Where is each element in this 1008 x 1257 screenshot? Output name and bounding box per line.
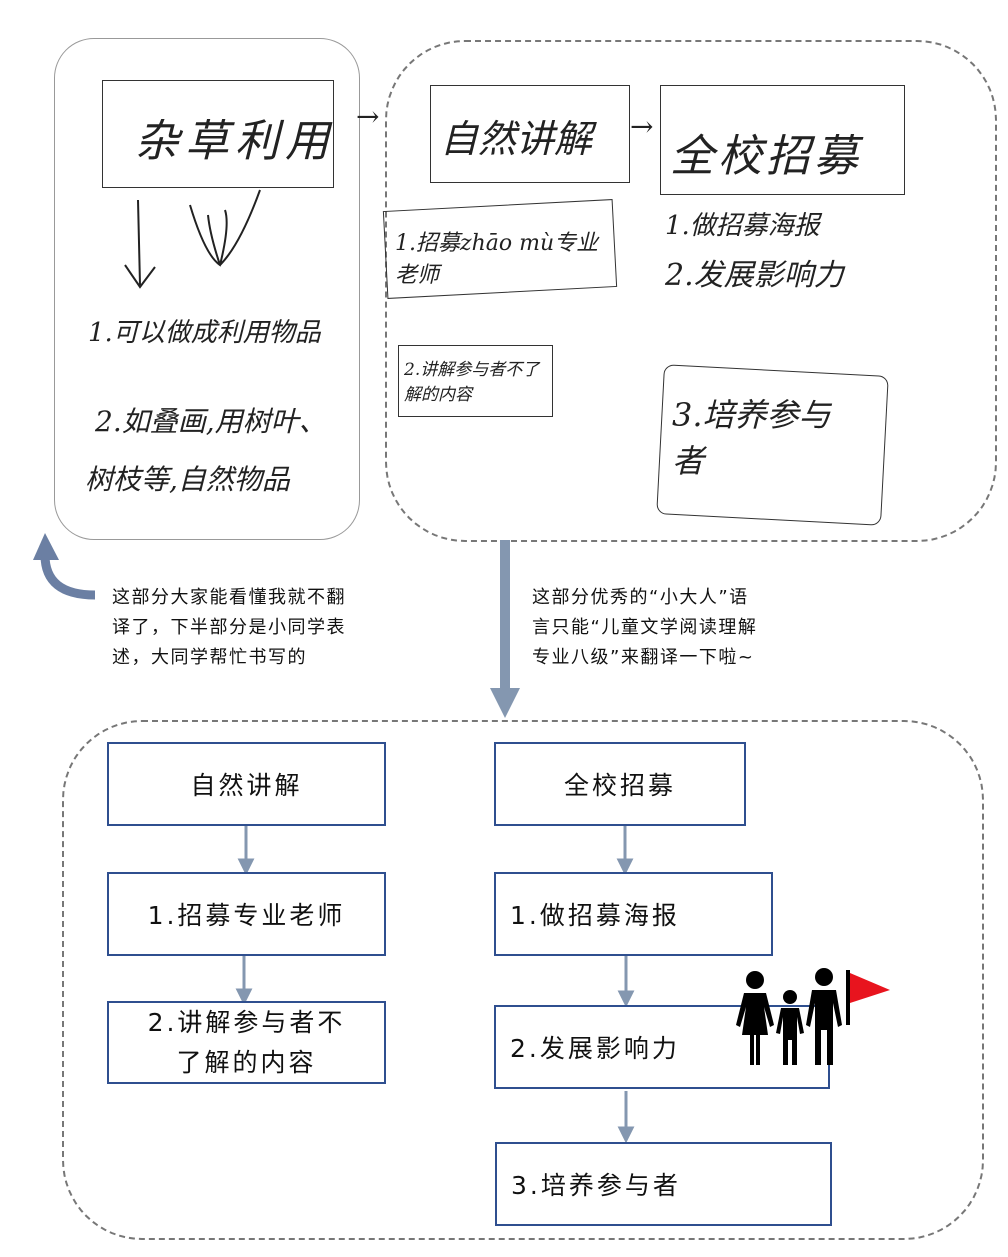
hw-step-a2-box <box>398 345 553 417</box>
hw-step-b1: 1.做招募海报 <box>665 211 820 241</box>
note-right-line: 专业八级”来翻译一下啦~ <box>532 647 755 668</box>
note-right-line: 这部分优秀的“小大人”语 <box>532 587 749 608</box>
hw-node2-box <box>660 85 905 195</box>
curved-arrow-icon <box>33 533 96 600</box>
note-left-line: 这部分大家能看懂我就不翻 <box>112 587 346 608</box>
flow-left-title-text: 自然讲解 <box>190 771 303 800</box>
note-left-line: 述，大同学帮忙书写的 <box>112 647 307 668</box>
flow-left-step2-line: 了解的内容 <box>176 1047 317 1077</box>
flow-right-title-text: 全校招募 <box>563 771 676 800</box>
note-right: 这部分优秀的“小大人”语 言只能“儿童文学阅读理解 专业八级”来翻译一下啦~ <box>532 583 757 673</box>
note-left-line: 译了，下半部分是小同学表 <box>112 617 346 638</box>
flow-left-step1-text: 1.招募专业老师 <box>147 901 346 930</box>
note-right-line: 言只能“儿童文学阅读理解 <box>532 617 758 638</box>
flow-left-title: 自然讲解 <box>107 742 386 826</box>
big-arrow-down-icon <box>490 540 520 718</box>
right-panel <box>385 40 997 542</box>
hw-item2-line2: 树枝等,自然物品 <box>85 463 290 496</box>
flow-right-step3: 3.培养参与者 <box>495 1142 832 1226</box>
flow-right-step3-text: 3.培养参与者 <box>511 1171 681 1200</box>
note-left: 这部分大家能看懂我就不翻 译了，下半部分是小同学表 述，大同学帮忙书写的 <box>112 583 346 673</box>
left-panel <box>54 38 360 540</box>
flow-right-step2: 2.发展影响力 <box>494 1005 830 1089</box>
grass-icon <box>189 189 261 267</box>
flow-right-step2-text: 2.发展影响力 <box>510 1034 680 1063</box>
hw-step-b2: 2.发展影响力 <box>665 258 844 293</box>
hw-step-b3: 3.培养参与者 <box>672 396 831 480</box>
hw-arrow-2: → <box>630 110 654 143</box>
hw-item2-line1: 2.如叠画,用树叶、 <box>95 405 327 438</box>
hw-title: 杂草利用 <box>135 116 335 167</box>
hw-step-a2: 2.讲解参与者不了解的内容 <box>404 360 540 405</box>
arrow-down-icon <box>124 199 156 289</box>
hw-node2: 全校招募 <box>670 131 862 182</box>
bottom-panel <box>62 720 984 1240</box>
hw-item1: 1.可以做成利用物品 <box>88 318 321 348</box>
hw-title-box <box>102 80 334 188</box>
hw-node1-box <box>430 85 630 183</box>
flow-right-title: 全校招募 <box>494 742 746 826</box>
flow-left-step2: 2.讲解参与者不 了解的内容 <box>107 1001 386 1084</box>
flow-right-step1-text: 1.做招募海报 <box>510 901 680 930</box>
hw-node1: 自然讲解 <box>440 117 593 161</box>
hw-arrow: → <box>356 100 380 133</box>
family-flag-icon <box>736 968 890 1065</box>
flow-left-step2-line: 2.讲解参与者不 <box>147 1007 346 1037</box>
flow-left-step1: 1.招募专业老师 <box>107 872 386 956</box>
hw-step-a1: 1.招募zhāo mù专业老师 <box>395 231 599 288</box>
flow-right-step1: 1.做招募海报 <box>494 872 773 956</box>
